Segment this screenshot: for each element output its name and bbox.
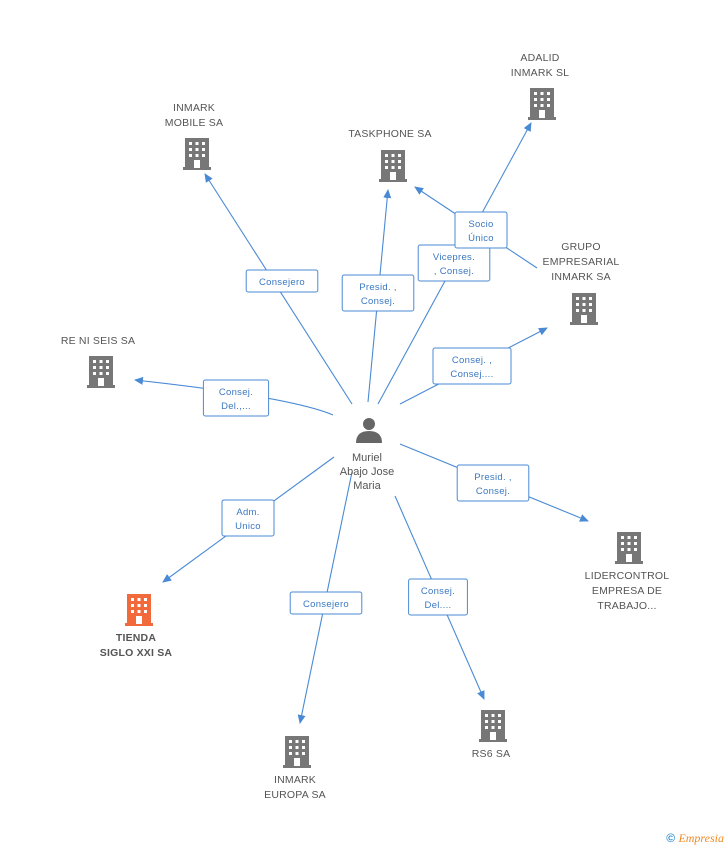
company-name: EUROPA SA: [264, 789, 326, 801]
edge-role-label: Consej.: [361, 296, 395, 307]
footer-brand: © Empresia: [666, 831, 724, 846]
building-icon: [183, 138, 211, 170]
edge-role-label: Unico: [235, 521, 261, 532]
edge-role-badge[interactable]: Consej. Del....: [408, 578, 468, 616]
edge-role-label: , Consej.: [434, 266, 474, 277]
edge-role-badge[interactable]: Vicepres. , Consej.: [417, 244, 491, 282]
edge-role-label: Consej.: [421, 586, 455, 597]
building-icon: [528, 88, 556, 120]
edge-adalid: Vicepres. , Consej.: [377, 122, 532, 405]
edge-role-label: Consej.: [476, 486, 510, 497]
edge-inmark-mobile: Consejero: [204, 173, 353, 405]
company-name: MOBILE SA: [165, 117, 223, 129]
person-icon: [356, 418, 382, 443]
company-name: TASKPHONE SA: [348, 128, 431, 140]
building-icon: [87, 356, 115, 388]
edge-role-badge[interactable]: Consej. Del.,...: [202, 379, 270, 417]
edge-lidercontrol: Presid. , Consej.: [399, 443, 589, 522]
edge-role-badge[interactable]: Presid. , Consej.: [456, 464, 530, 502]
company-name: ADALID: [520, 52, 559, 64]
copyright-icon: ©: [666, 831, 676, 845]
edge-taskphone: Presid. , Consej.: [341, 189, 415, 403]
edge-inmark-europa: Consejero: [289, 471, 363, 724]
company-name: EMPRESARIAL: [543, 256, 620, 268]
company-name: RS6 SA: [472, 748, 511, 760]
edge-role-badge[interactable]: Presid. , Consej.: [341, 274, 415, 312]
company-node-inmark-mobile[interactable]: INMARK MOBILE SA: [165, 102, 223, 170]
building-icon: [125, 594, 153, 626]
building-icon: [479, 710, 507, 742]
edge-role-label: Consej.: [219, 387, 253, 398]
company-name: INMARK SA: [551, 271, 611, 283]
company-name: SIGLO XXI SA: [100, 647, 173, 659]
edge-role-label: Vicepres.: [433, 252, 475, 263]
edge-role-label: Del.,...: [221, 401, 251, 412]
edge-role-label: Único: [468, 233, 494, 244]
company-node-inmark-europa[interactable]: INMARK EUROPA SA: [264, 736, 326, 801]
company-node-lidercontrol[interactable]: LIDERCONTROL EMPRESA DE TRABAJO...: [585, 532, 670, 612]
edge-role-label: Consej. ,: [452, 355, 492, 366]
nodes-layer: INMARK MOBILE SA TASKPHONE SA ADALID INMARK …: [61, 52, 670, 801]
company-node-grupo[interactable]: GRUPO EMPRESARIAL INMARK SA: [543, 241, 620, 325]
edge-tienda: Adm. Unico: [162, 456, 335, 583]
edge-role-badge[interactable]: Consejero: [245, 269, 319, 293]
edge-rs6: Consej. Del....: [394, 495, 485, 700]
edge-role-label: Adm.: [236, 507, 259, 518]
company-node-rs6[interactable]: RS6 SA: [472, 710, 511, 760]
edge-role-label: Del....: [425, 600, 452, 611]
edge-role-badge[interactable]: Consej. , Consej....: [432, 347, 512, 385]
company-name: TIENDA: [116, 632, 156, 644]
edge-role-label: Presid. ,: [474, 472, 512, 483]
company-name: LIDERCONTROL: [585, 570, 670, 582]
company-node-tienda[interactable]: TIENDA SIGLO XXI SA: [100, 594, 173, 659]
edge-role-label: Socio: [468, 219, 493, 230]
brand-logo[interactable]: Empresia: [678, 831, 724, 845]
company-name: EMPRESA DE: [592, 585, 662, 597]
building-icon: [283, 736, 311, 768]
company-name: RE NI SEIS SA: [61, 335, 135, 347]
company-name: GRUPO: [561, 241, 601, 253]
company-name: INMARK: [274, 774, 316, 786]
company-node-taskphone[interactable]: TASKPHONE SA: [348, 128, 431, 182]
edge-reniseis: Consej. Del.,...: [134, 376, 334, 417]
person-name: Maria: [353, 480, 381, 492]
person-name: Abajo Jose: [340, 466, 394, 478]
person-name: Muriel: [352, 452, 382, 464]
company-name: TRABAJO...: [597, 600, 656, 612]
edge-role-label: Presid. ,: [359, 282, 397, 293]
edge-role-label: Consej....: [450, 369, 493, 380]
edge-role-badge[interactable]: Adm. Unico: [221, 499, 275, 537]
edge-role-label: Consejero: [303, 599, 349, 610]
company-node-adalid[interactable]: ADALID INMARK SL: [511, 52, 569, 120]
company-name: INMARK: [173, 102, 215, 114]
company-node-reniseis[interactable]: RE NI SEIS SA: [61, 335, 135, 388]
edge-role-label: Consejero: [259, 277, 305, 288]
company-name: INMARK SL: [511, 67, 569, 79]
edge-role-badge[interactable]: Consejero: [289, 591, 363, 615]
building-icon: [379, 150, 407, 182]
building-icon: [570, 293, 598, 325]
edge-grupo: Consej. , Consej....: [399, 327, 548, 405]
building-icon: [615, 532, 643, 564]
